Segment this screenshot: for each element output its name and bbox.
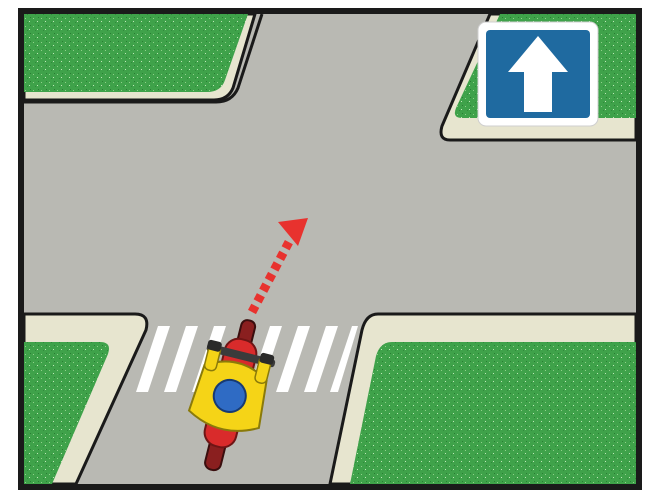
grass-bottom-right [350,342,636,484]
one-way-sign [478,22,598,126]
grass-top-left [24,14,248,92]
